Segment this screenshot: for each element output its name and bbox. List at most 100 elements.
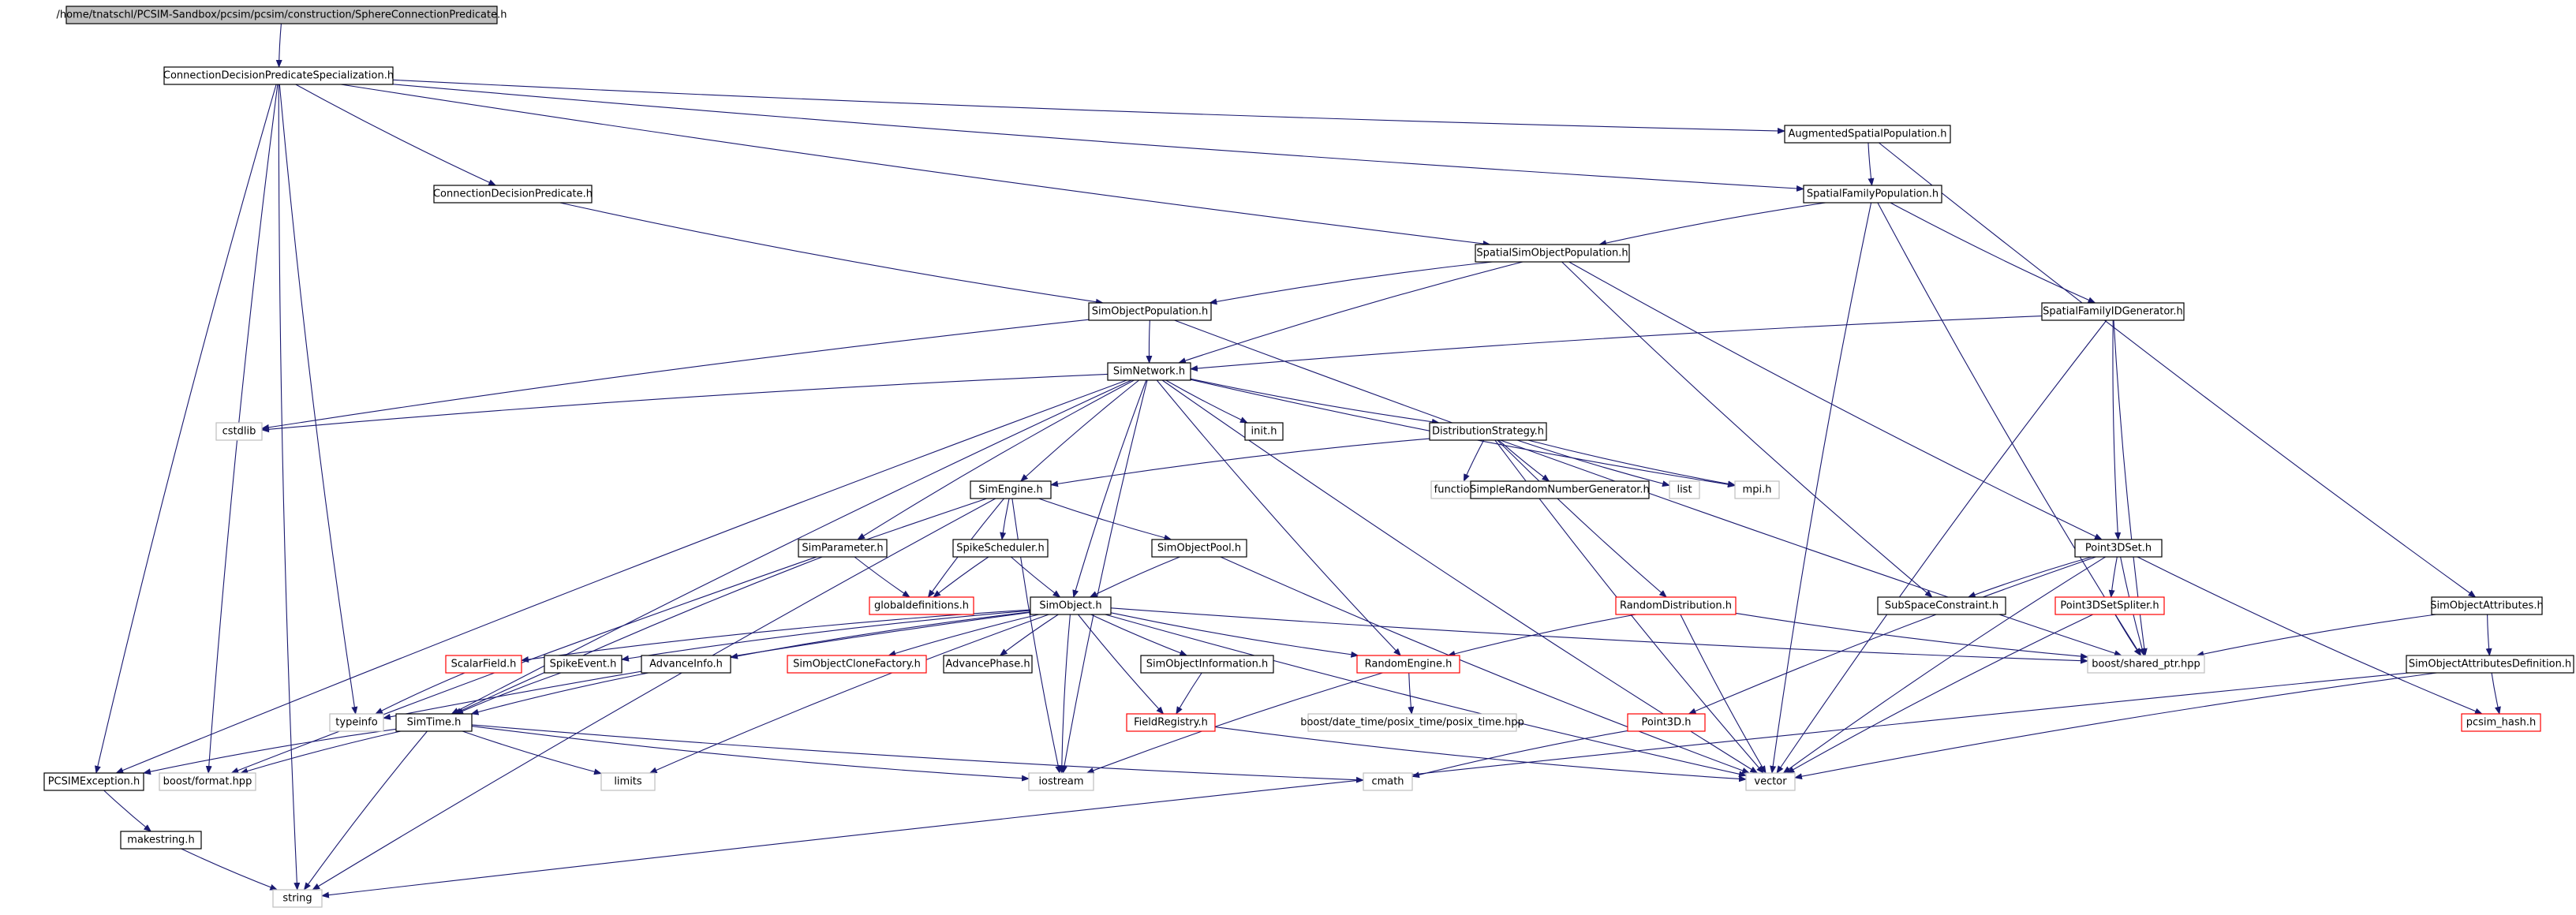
edge-point3dset-to-subspace bbox=[1967, 556, 2092, 598]
node-pcsimexc[interactable]: PCSIMException.h bbox=[43, 772, 144, 791]
node-iostream[interactable]: iostream bbox=[1028, 772, 1094, 791]
node-label-simtime: SimTime.h bbox=[407, 717, 462, 729]
node-box-advinfo bbox=[641, 655, 731, 674]
edge-randengine-to-iostream bbox=[1086, 672, 1383, 774]
node-vector[interactable]: vector bbox=[1745, 772, 1796, 791]
node-label-typeinfo: typeinfo bbox=[335, 717, 377, 729]
node-inith[interactable]: init.h bbox=[1244, 422, 1284, 441]
node-soad[interactable]: SimObjectAttributesDefinition.h bbox=[2406, 655, 2574, 674]
node-limits[interactable]: limits bbox=[600, 772, 656, 791]
node-subspace[interactable]: SubSpaceConstraint.h bbox=[1877, 596, 2006, 615]
edge-diststrat-to-mpih bbox=[1527, 439, 1736, 487]
node-advinfo[interactable]: AdvanceInfo.h bbox=[641, 655, 731, 674]
edge-simnet-to-iostream bbox=[1060, 379, 1148, 774]
node-root[interactable]: /home/tnatschl/PCSIM-Sandbox/pcsim/pcsim… bbox=[56, 6, 507, 24]
node-label-socf: SimObjectCloneFactory.h bbox=[793, 659, 921, 670]
edge-cdp-to-sop bbox=[559, 202, 1104, 305]
node-asp[interactable]: AugmentedSpatialPopulation.h bbox=[1784, 125, 1951, 144]
edge-simengine-to-simobjpool bbox=[1038, 498, 1172, 541]
node-cmath[interactable]: cmath bbox=[1363, 772, 1413, 791]
node-label-point3dset: Point3DSet.h bbox=[2085, 543, 2152, 555]
edge-sfp-to-ssop bbox=[1598, 202, 1826, 246]
node-label-sop: SimObjectPopulation.h bbox=[1092, 306, 1209, 318]
node-box-pcsimhash bbox=[2461, 713, 2541, 732]
node-box-cstdlib bbox=[215, 422, 263, 441]
edge-cdps-to-cdp bbox=[295, 84, 497, 186]
node-box-ssop bbox=[1475, 244, 1630, 263]
node-label-simnet: SimNetwork.h bbox=[1113, 366, 1185, 378]
edge-asp-to-sfp bbox=[1868, 142, 1875, 186]
node-randdist[interactable]: RandomDistribution.h bbox=[1615, 596, 1737, 615]
node-cdps[interactable]: ConnectionDecisionPredicateSpecializatio… bbox=[163, 66, 394, 85]
node-box-root bbox=[65, 6, 498, 24]
edge-simnet-to-simparam bbox=[857, 379, 1135, 540]
node-randengine[interactable]: RandomEngine.h bbox=[1356, 655, 1460, 674]
node-label-p3dsplit: Point3DSetSpliter.h bbox=[2060, 600, 2159, 612]
node-typeinfo[interactable]: typeinfo bbox=[329, 713, 384, 732]
node-simtime[interactable]: SimTime.h bbox=[395, 713, 473, 732]
edge-diststrat-to-randdist bbox=[1497, 439, 1667, 598]
node-simnet[interactable]: SimNetwork.h bbox=[1107, 362, 1191, 381]
node-scalarfield[interactable]: ScalarField.h bbox=[445, 655, 522, 674]
edge-randdist-to-randengine bbox=[1447, 614, 1636, 657]
node-cstdlib[interactable]: cstdlib bbox=[215, 422, 263, 441]
edge-cdps-to-asp bbox=[392, 79, 1785, 134]
node-p3dsplit[interactable]: Point3DSetSpliter.h bbox=[2054, 596, 2165, 615]
node-pcsimhash[interactable]: pcsim_hash.h bbox=[2461, 713, 2541, 732]
node-box-spikesched bbox=[952, 539, 1049, 558]
node-cdp[interactable]: ConnectionDecisionPredicate.h bbox=[433, 185, 593, 204]
node-ssop[interactable]: SpatialSimObjectPopulation.h bbox=[1475, 244, 1630, 263]
node-soinfo[interactable]: SimObjectInformation.h bbox=[1140, 655, 1274, 674]
node-label-pcsimhash: pcsim_hash.h bbox=[2466, 717, 2537, 729]
node-box-string bbox=[272, 889, 323, 908]
node-mpih[interactable]: mpi.h bbox=[1734, 480, 1780, 499]
node-spikeevent[interactable]: SpikeEvent.h bbox=[544, 655, 623, 674]
node-list[interactable]: list bbox=[1669, 480, 1700, 499]
edge-point3dset-to-p3dsplit bbox=[2108, 556, 2118, 598]
edge-simnet-to-inith bbox=[1165, 379, 1248, 424]
node-box-simnet bbox=[1107, 362, 1191, 381]
node-diststrat[interactable]: DistributionStrategy.h bbox=[1429, 422, 1547, 441]
node-box-randdist bbox=[1615, 596, 1737, 615]
node-socf[interactable]: SimObjectCloneFactory.h bbox=[787, 655, 927, 674]
node-label-simparam: SimParameter.h bbox=[802, 543, 883, 555]
edge-simtime-to-boostformat bbox=[240, 730, 402, 775]
node-sfp[interactable]: SpatialFamilyPopulation.h bbox=[1803, 185, 1942, 204]
nodes-layer: /home/tnatschl/PCSIM-Sandbox/pcsim/pcsim… bbox=[43, 6, 2574, 908]
node-sfidg[interactable]: SpatialFamilyIDGenerator.h bbox=[2041, 302, 2185, 321]
node-point3dset[interactable]: Point3DSet.h bbox=[2074, 539, 2163, 558]
edge-spikesched-to-simobject bbox=[1011, 556, 1061, 598]
node-simobjattr[interactable]: SimObjectAttributes.h bbox=[2430, 596, 2544, 615]
node-simobject[interactable]: SimObject.h bbox=[1030, 596, 1112, 615]
node-advphase[interactable]: AdvancePhase.h bbox=[943, 655, 1033, 674]
node-simobjpool[interactable]: SimObjectPool.h bbox=[1151, 539, 1247, 558]
node-label-randengine: RandomEngine.h bbox=[1365, 659, 1453, 670]
edge-point3dset-to-vector bbox=[1782, 556, 2106, 774]
node-box-cdp bbox=[433, 185, 593, 204]
node-srng[interactable]: SimpleRandomNumberGenerator.h bbox=[1470, 480, 1650, 499]
node-fieldreg[interactable]: FieldRegistry.h bbox=[1126, 713, 1216, 732]
node-box-typeinfo bbox=[329, 713, 384, 732]
node-posixtime[interactable]: boost/date_time/posix_time/posix_time.hp… bbox=[1300, 713, 1524, 732]
edge-sfp-to-vector bbox=[1770, 202, 1872, 774]
node-point3d[interactable]: Point3D.h bbox=[1627, 713, 1706, 732]
edge-point3d-to-cmath bbox=[1411, 730, 1628, 779]
node-box-soinfo bbox=[1140, 655, 1274, 674]
edge-root-to-cdps bbox=[275, 23, 282, 68]
edge-ssop-to-point3dset bbox=[1568, 261, 2103, 540]
node-makestring[interactable]: makestring.h bbox=[120, 831, 202, 850]
node-sharedptr[interactable]: boost/shared_ptr.hpp bbox=[2087, 655, 2205, 674]
node-label-advinfo: AdvanceInfo.h bbox=[649, 659, 723, 670]
node-boostformat[interactable]: boost/format.hpp bbox=[159, 772, 256, 791]
node-label-limits: limits bbox=[614, 776, 642, 788]
node-string[interactable]: string bbox=[272, 889, 323, 908]
node-globaldefs[interactable]: globaldefinitions.h bbox=[869, 596, 974, 615]
edge-simtime-to-string bbox=[303, 730, 428, 891]
edge-simobject-to-randengine bbox=[1110, 612, 1359, 658]
node-simengine[interactable]: SimEngine.h bbox=[970, 480, 1052, 499]
node-sop[interactable]: SimObjectPopulation.h bbox=[1088, 302, 1212, 321]
edge-soad-to-vector bbox=[1794, 672, 2437, 780]
node-spikesched[interactable]: SpikeScheduler.h bbox=[952, 539, 1049, 558]
edge-sop-to-cstdlib bbox=[261, 319, 1090, 431]
node-simparam[interactable]: SimParameter.h bbox=[798, 539, 888, 558]
